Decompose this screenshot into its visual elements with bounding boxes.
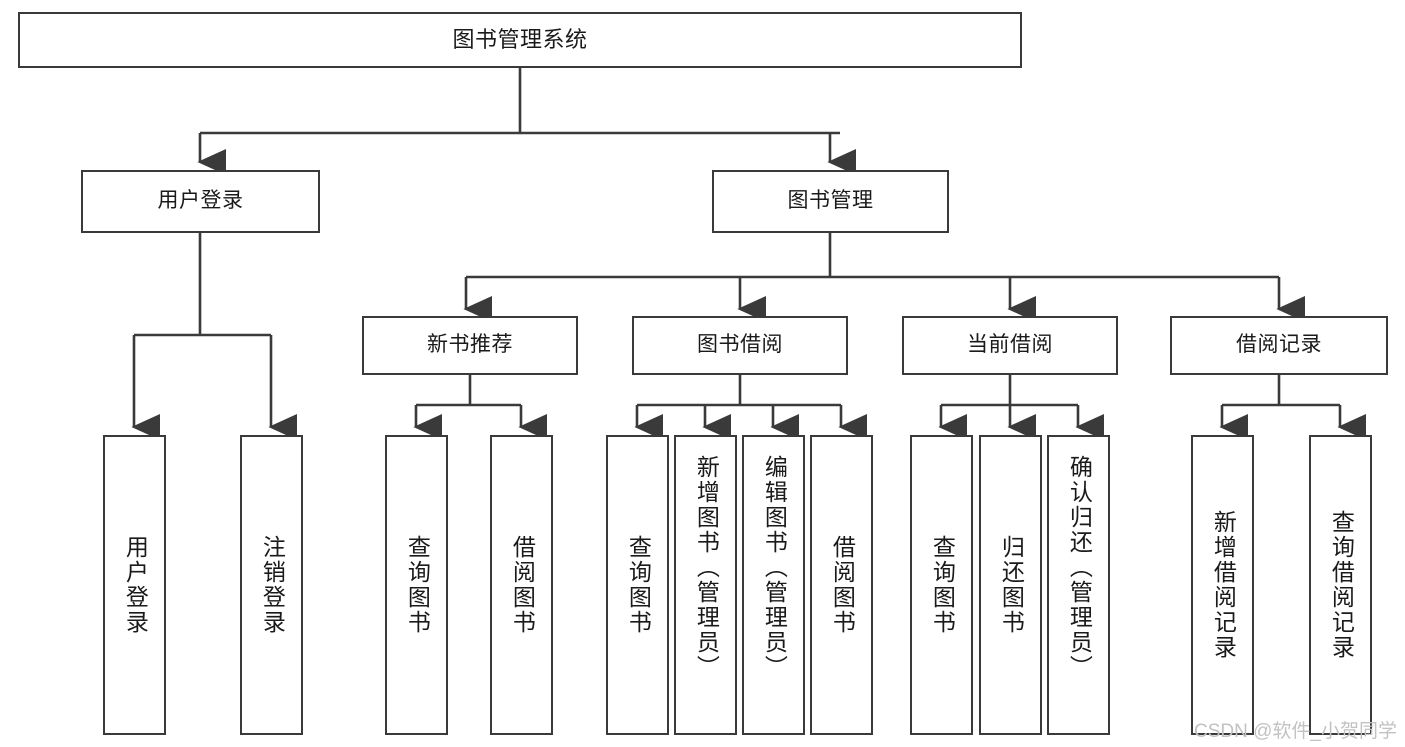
leaf-current-query-book[interactable]: 查询图书 xyxy=(910,435,973,735)
node-label: 归还图书 xyxy=(998,535,1025,635)
node-label: 查询图书 xyxy=(404,535,431,635)
leaf-record-query-borrow-record[interactable]: 查询借阅记录 xyxy=(1309,435,1372,735)
node-label: 注销登录 xyxy=(259,535,286,635)
leaf-current-return-book[interactable]: 归还图书 xyxy=(979,435,1042,735)
leaf-borrow-borrow-book[interactable]: 借阅图书 xyxy=(810,435,873,735)
leaf-borrow-add-book-admin[interactable]: 新增图书（管理员） xyxy=(674,435,737,735)
node-label: 查询图书 xyxy=(929,535,956,635)
leaf-user-login-signout[interactable]: 注销登录 xyxy=(240,435,303,735)
node-label: 新书推荐 xyxy=(427,333,513,357)
leaf-current-confirm-return-admin[interactable]: 确认归还（管理员） xyxy=(1047,435,1110,735)
node-label: 借阅记录 xyxy=(1236,333,1322,357)
node-borrow-record[interactable]: 借阅记录 xyxy=(1170,316,1388,375)
leaf-user-login-signin[interactable]: 用户登录 xyxy=(103,435,166,735)
leaf-borrow-query-book[interactable]: 查询图书 xyxy=(606,435,669,735)
node-label: 当前借阅 xyxy=(967,333,1053,357)
node-root-book-management-system[interactable]: 图书管理系统 xyxy=(18,12,1022,68)
node-label: 图书管理系统 xyxy=(452,27,588,53)
watermark: CSDN @软件_小贺同学 xyxy=(1194,721,1397,742)
node-user-login[interactable]: 用户登录 xyxy=(81,170,320,233)
leaf-record-add-borrow-record[interactable]: 新增借阅记录 xyxy=(1191,435,1254,735)
leaf-borrow-edit-book-admin[interactable]: 编辑图书（管理员） xyxy=(742,435,805,735)
node-label: 用户登录 xyxy=(122,535,149,635)
node-label: 图书管理 xyxy=(787,189,874,213)
leaf-recommend-borrow-book[interactable]: 借阅图书 xyxy=(490,435,553,735)
node-label: 查询图书 xyxy=(625,535,652,635)
node-label: 图书借阅 xyxy=(697,333,783,357)
node-label: 借阅图书 xyxy=(829,535,856,635)
node-label: 用户登录 xyxy=(157,189,244,213)
node-label: 新增图书（管理员） xyxy=(693,455,720,680)
node-label: 确认归还（管理员） xyxy=(1066,455,1093,680)
node-current-borrow[interactable]: 当前借阅 xyxy=(902,316,1118,375)
node-label: 查询借阅记录 xyxy=(1328,510,1355,660)
leaf-recommend-query-book[interactable]: 查询图书 xyxy=(385,435,448,735)
node-label: 编辑图书（管理员） xyxy=(761,455,788,680)
node-label: 借阅图书 xyxy=(509,535,536,635)
node-book-management[interactable]: 图书管理 xyxy=(712,170,949,233)
node-label: 新增借阅记录 xyxy=(1210,510,1237,660)
node-new-book-recommend[interactable]: 新书推荐 xyxy=(362,316,578,375)
node-book-borrow[interactable]: 图书借阅 xyxy=(632,316,848,375)
